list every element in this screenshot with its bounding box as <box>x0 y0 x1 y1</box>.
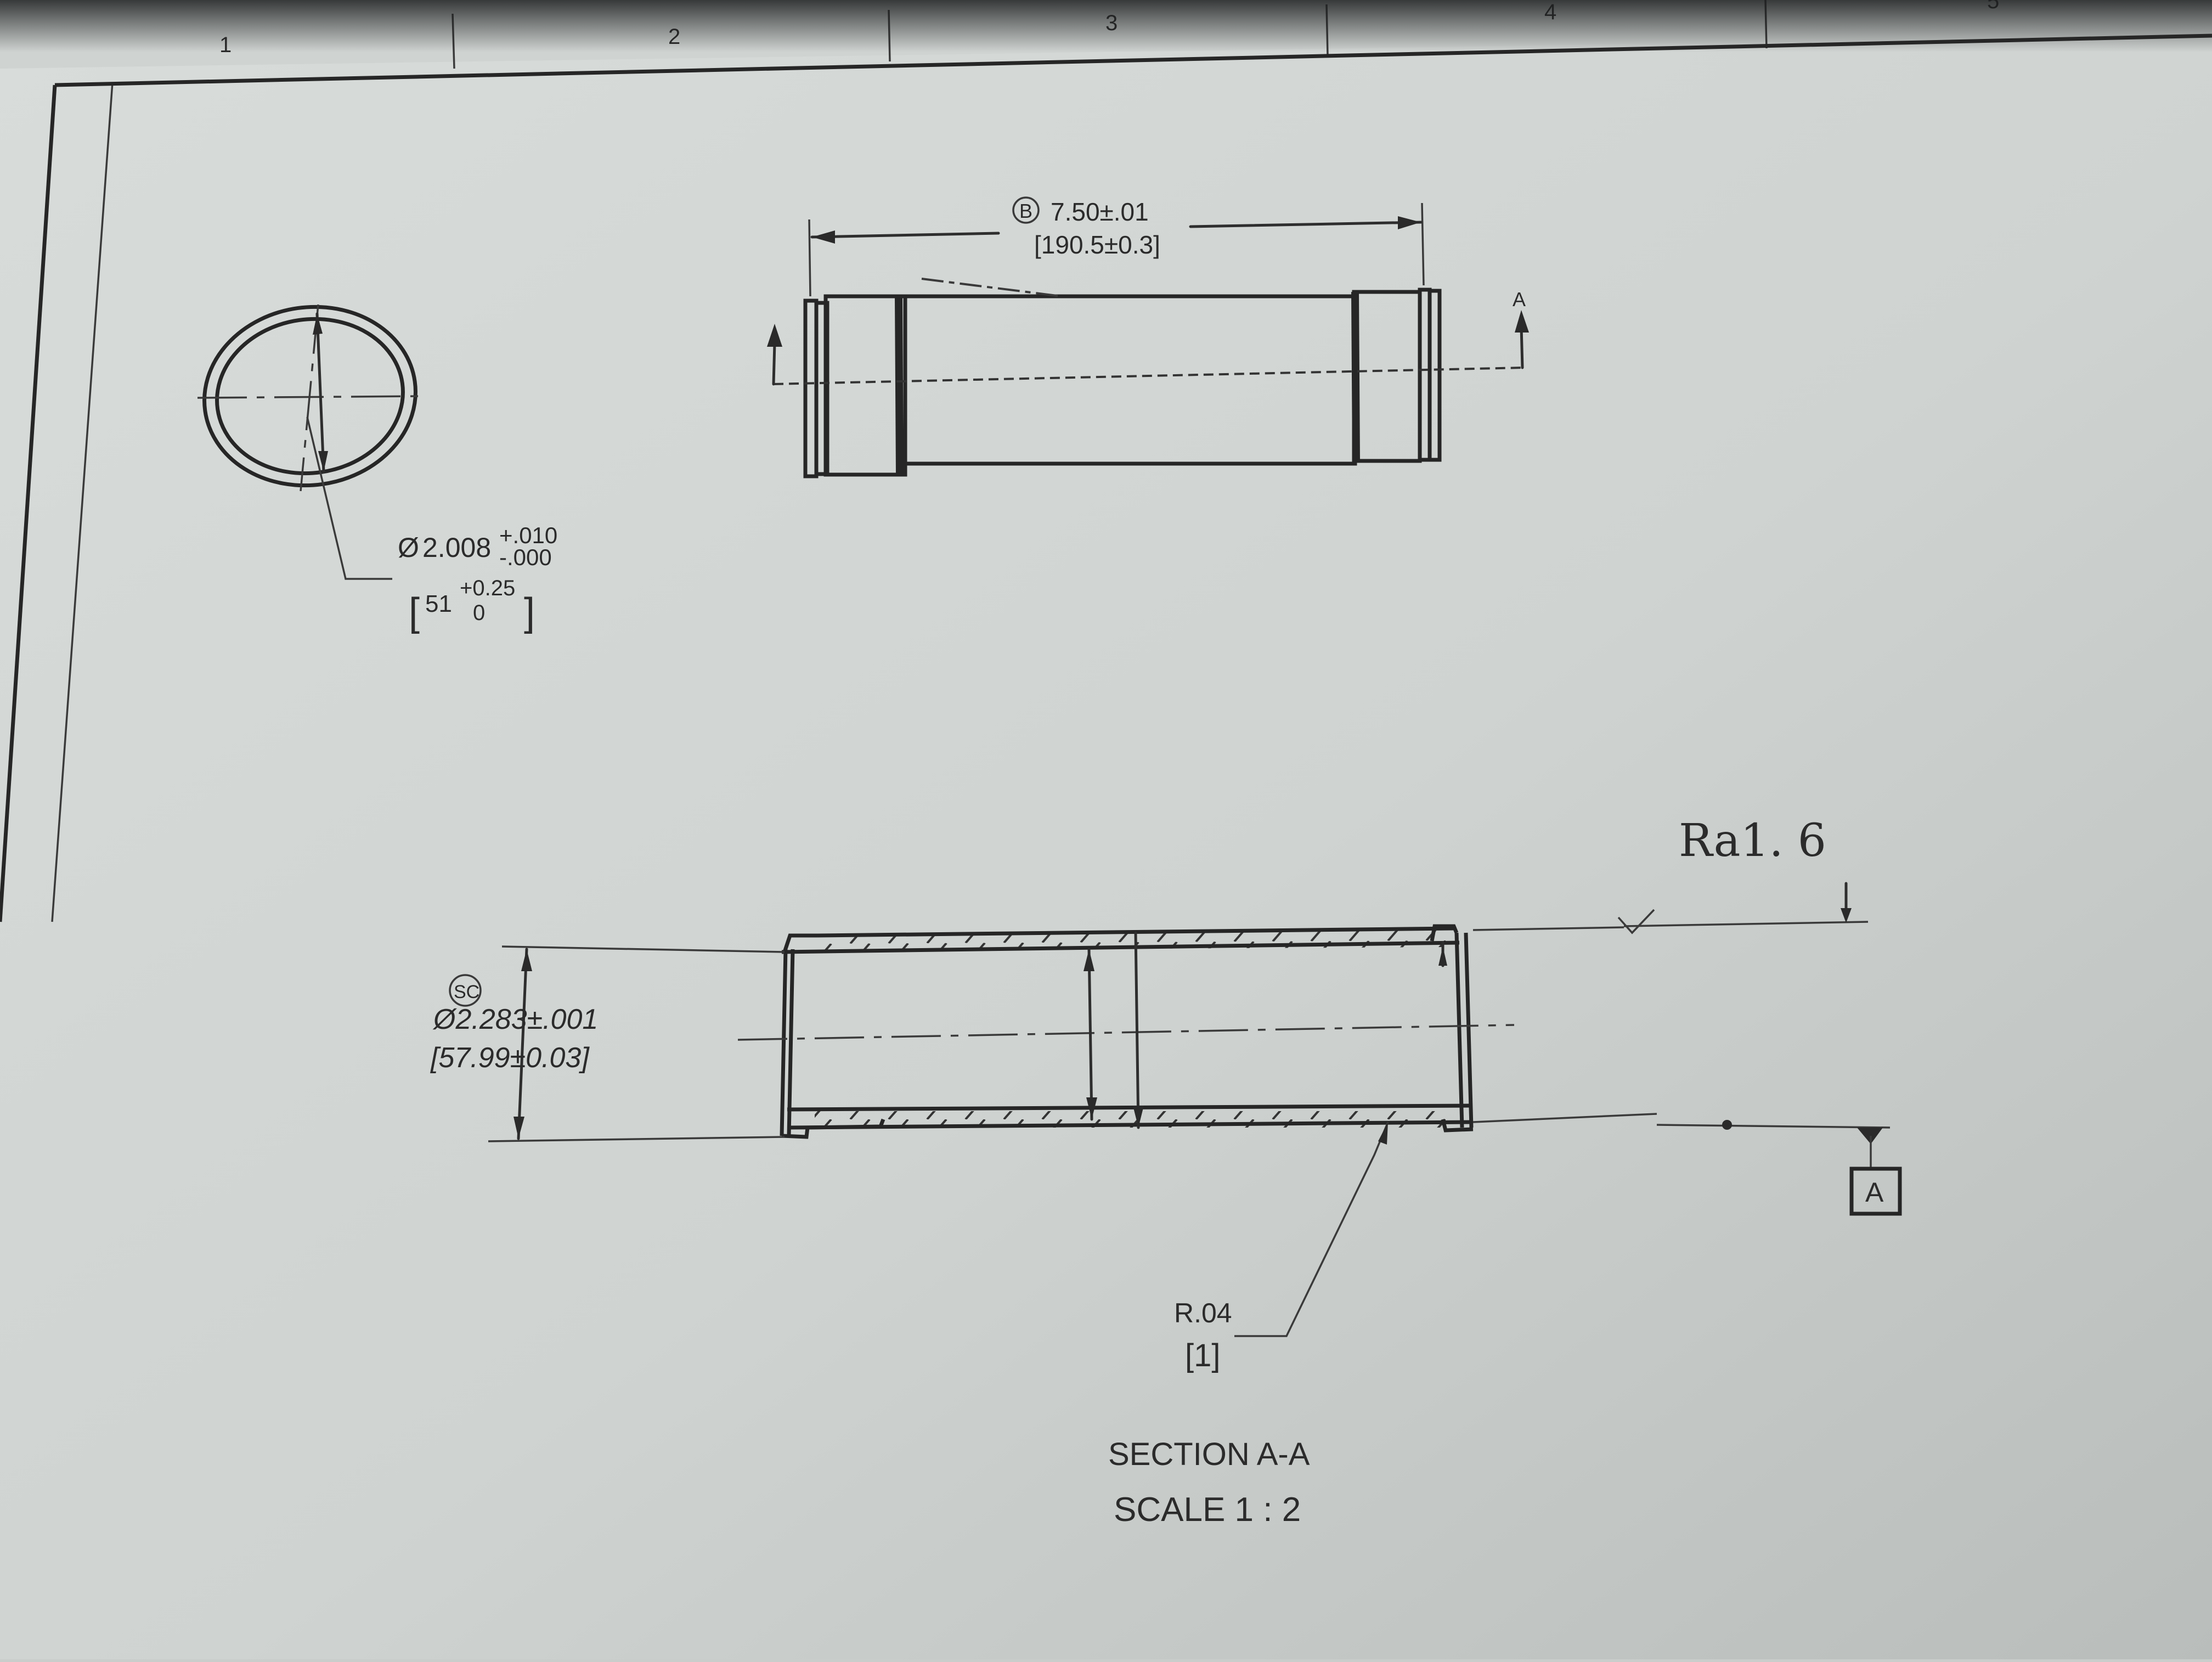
datum-b-label: B <box>1019 200 1032 222</box>
datum-b-badge <box>1012 196 1040 224</box>
surface-finish-value: Ra1. 6 <box>1679 815 1826 867</box>
radius-value: R.04 <box>1174 1298 1232 1328</box>
length-value: 7.50±.01 <box>1051 198 1149 226</box>
end-view <box>197 304 423 580</box>
side-view <box>767 278 1529 478</box>
diameter-tol-minus: -.000 <box>499 544 552 570</box>
metric-tol-minus: 0 <box>473 601 485 625</box>
sc-badge <box>449 974 482 1007</box>
sheet-border <box>0 33 2212 922</box>
diameter-symbol: Ø <box>398 532 419 563</box>
metric-diameter-value: 51 <box>425 590 452 617</box>
metric-bracket-close: ] <box>524 590 535 634</box>
section-view <box>737 882 1891 1139</box>
diameter-value: 2.008 <box>422 532 491 563</box>
side-view-length-dimension: B 7.50±.01 [190.5±0.3] A <box>808 196 1526 311</box>
section-title-block: SECTION A-A SCALE 1 : 2 <box>1108 1436 1310 1529</box>
metric-bracket-open: [ <box>409 590 420 634</box>
metric-tol-plus: +0.25 <box>460 576 515 600</box>
outer-diameter-value: Ø2.283±.001 <box>432 1004 598 1035</box>
diameter-tol-plus: +.010 <box>499 522 557 548</box>
section-outer-diameter-dimension: SC Ø2.283±.001 [57.99±0.03] <box>430 945 785 1142</box>
section-scale: SCALE 1 : 2 <box>1114 1491 1301 1529</box>
radius-callout: R.04 [1] <box>1174 1122 1389 1373</box>
section-arrow-label: A <box>1513 288 1526 311</box>
outer-diameter-metric: [57.99±0.03] <box>430 1042 590 1074</box>
datum-a-symbol: A <box>1849 1128 1902 1216</box>
sc-label: SC <box>454 982 479 1002</box>
datum-a-label: A <box>1865 1177 1884 1208</box>
section-title: SECTION A-A <box>1108 1436 1310 1472</box>
end-view-diameter-callout: Ø 2.008 +.010 -.000 [ 51 +0.25 0 ] <box>398 522 557 634</box>
surface-finish-callout: Ra1. 6 <box>1679 815 1826 867</box>
radius-metric: [1] <box>1185 1338 1221 1373</box>
length-metric: [190.5±0.3] <box>1034 230 1160 259</box>
